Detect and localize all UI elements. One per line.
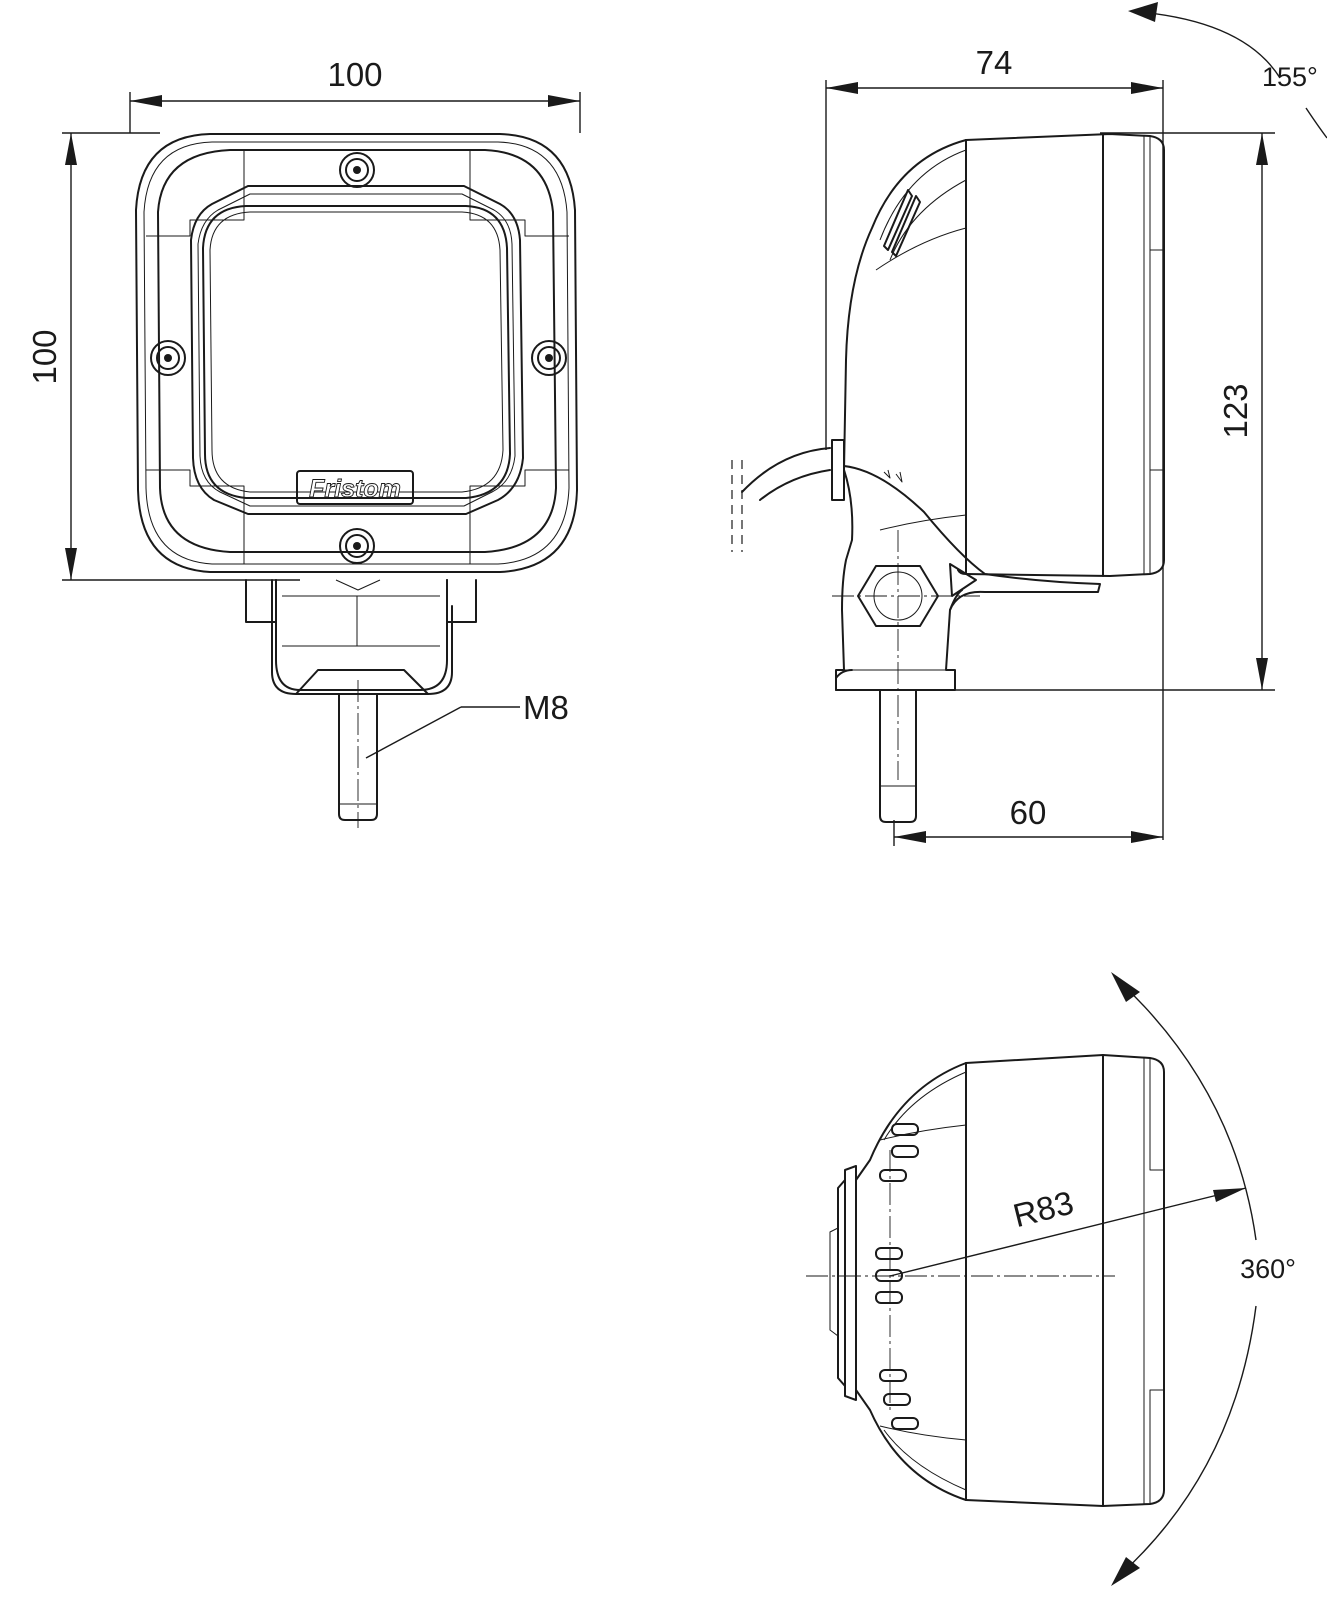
front-width-dimension: 100	[129, 56, 581, 133]
mounting-clamp-side	[832, 469, 980, 780]
svg-text:Fristom: Fristom	[309, 475, 401, 503]
side-height-dimension: 123	[945, 132, 1275, 691]
side-view: 74 123 60 155°	[731, 2, 1327, 846]
screw-icon	[339, 152, 375, 188]
front-height-label: 100	[26, 329, 63, 384]
side-depth-label: 74	[976, 44, 1013, 81]
radius-label: R83	[1009, 1184, 1077, 1235]
swing-angle-label: 155°	[1262, 62, 1318, 92]
cable	[731, 447, 831, 552]
side-depth-dimension: 74	[825, 44, 1164, 840]
mounting-bracket-front	[245, 579, 477, 695]
screw-icon	[150, 340, 186, 376]
screw-icon	[531, 340, 567, 376]
mounting-bolt-front	[338, 680, 378, 828]
front-width-label: 100	[327, 56, 382, 93]
swing-angle-indicator: 155°	[1128, 2, 1327, 139]
rotation-angle-indicator: 360°	[1111, 972, 1296, 1586]
front-view: 100 100	[26, 56, 581, 828]
mounting-bolt-side	[879, 689, 917, 823]
fristom-logo: Fristom	[296, 470, 414, 505]
bolt-thread-label: M8	[523, 689, 569, 726]
lamp-housing-top	[806, 1054, 1165, 1507]
rotation-view: R83 360°	[806, 972, 1296, 1586]
screw-icon	[339, 528, 375, 564]
mount-offset-label: 60	[1010, 794, 1047, 831]
front-height-dimension: 100	[26, 132, 300, 581]
lamp-housing-side	[831, 133, 1165, 611]
bolt-thread-callout: M8	[365, 689, 569, 759]
rotation-angle-label: 360°	[1240, 1254, 1296, 1284]
mount-offset-dimension: 60	[893, 794, 1163, 846]
side-height-label: 123	[1217, 383, 1254, 438]
vent-slots	[875, 1123, 919, 1430]
lamp-housing-front: Fristom	[135, 133, 578, 573]
radius-dimension: R83	[889, 1184, 1247, 1277]
